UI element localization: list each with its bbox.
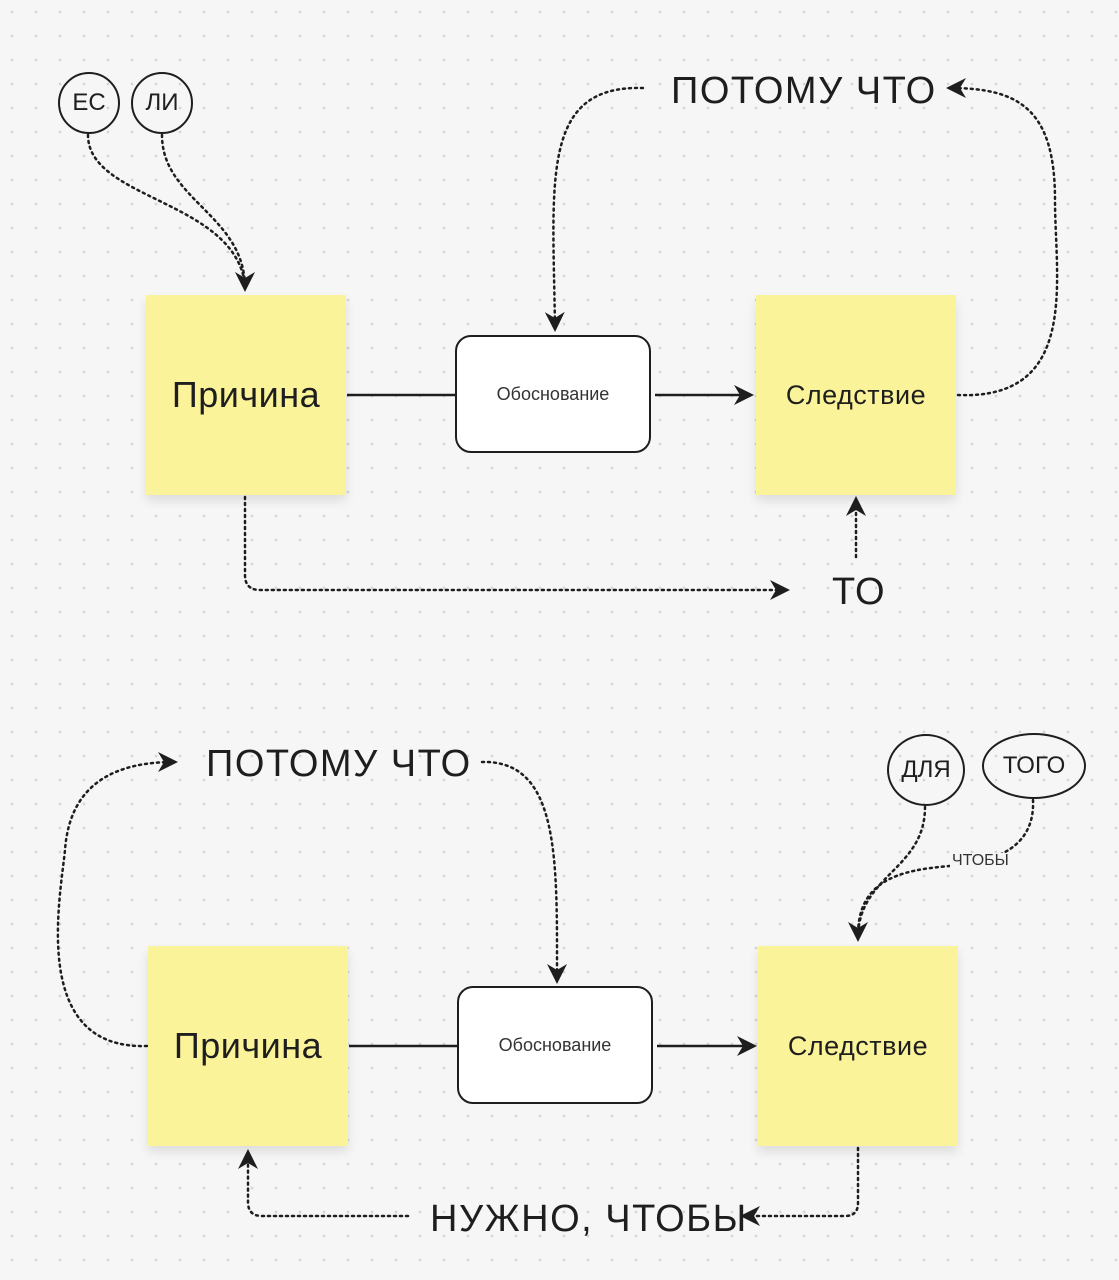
cause-sticky-top[interactable]: Причина xyxy=(146,295,346,495)
because-label-bottom[interactable]: ПОТОМУ ЧТО xyxy=(206,743,472,785)
if-part2-text: ЛИ xyxy=(145,89,179,116)
cause-sticky-bottom[interactable]: Причина xyxy=(148,946,348,1146)
connector-effect-to-need xyxy=(740,1146,860,1226)
connector-es-to-cause xyxy=(86,133,247,287)
connector-because-to-reason-bottom xyxy=(480,760,568,984)
reason-box-bottom[interactable]: Обоснование xyxy=(457,986,653,1104)
reason-text-bottom: Обоснование xyxy=(498,1034,612,1055)
because-label-top[interactable]: ПОТОМУ ЧТО xyxy=(671,70,937,112)
for-part1-text: ДЛЯ xyxy=(901,756,951,783)
effect-sticky-bottom[interactable]: Следствие xyxy=(758,946,958,1146)
need-to-label[interactable]: НУЖНО, ЧТОБЫ xyxy=(430,1198,748,1240)
so-that-label[interactable]: ЧТОБЫ xyxy=(950,852,1011,869)
cause-text-bottom: Причина xyxy=(173,1025,323,1066)
connector-cause-to-then xyxy=(243,495,790,600)
for-part1-bubble[interactable]: ДЛЯ xyxy=(887,734,965,806)
connector-li-to-cause xyxy=(160,133,255,292)
for-part2-text: ТОГО xyxy=(1002,752,1066,779)
effect-sticky-top[interactable]: Следствие xyxy=(756,295,956,495)
then-label[interactable]: ТО xyxy=(832,571,887,613)
connector-dlya-to-effect xyxy=(848,805,927,942)
cause-text-top: Причина xyxy=(171,374,321,415)
effect-text-top: Следствие xyxy=(785,379,927,410)
connector-because-to-reason-top xyxy=(544,86,645,332)
if-part1-text: ЕС xyxy=(72,89,106,116)
connector-need-to-cause xyxy=(238,1149,410,1218)
reason-box-top[interactable]: Обоснование xyxy=(455,335,651,453)
effect-text-bottom: Следствие xyxy=(787,1030,929,1061)
for-part2-bubble[interactable]: ТОГО xyxy=(982,733,1086,799)
if-part2-bubble[interactable]: ЛИ xyxy=(131,72,193,134)
connector-effect-to-because-top xyxy=(946,78,1059,397)
reason-text-top: Обоснование xyxy=(496,383,610,404)
if-part1-bubble[interactable]: ЕС xyxy=(58,72,120,134)
